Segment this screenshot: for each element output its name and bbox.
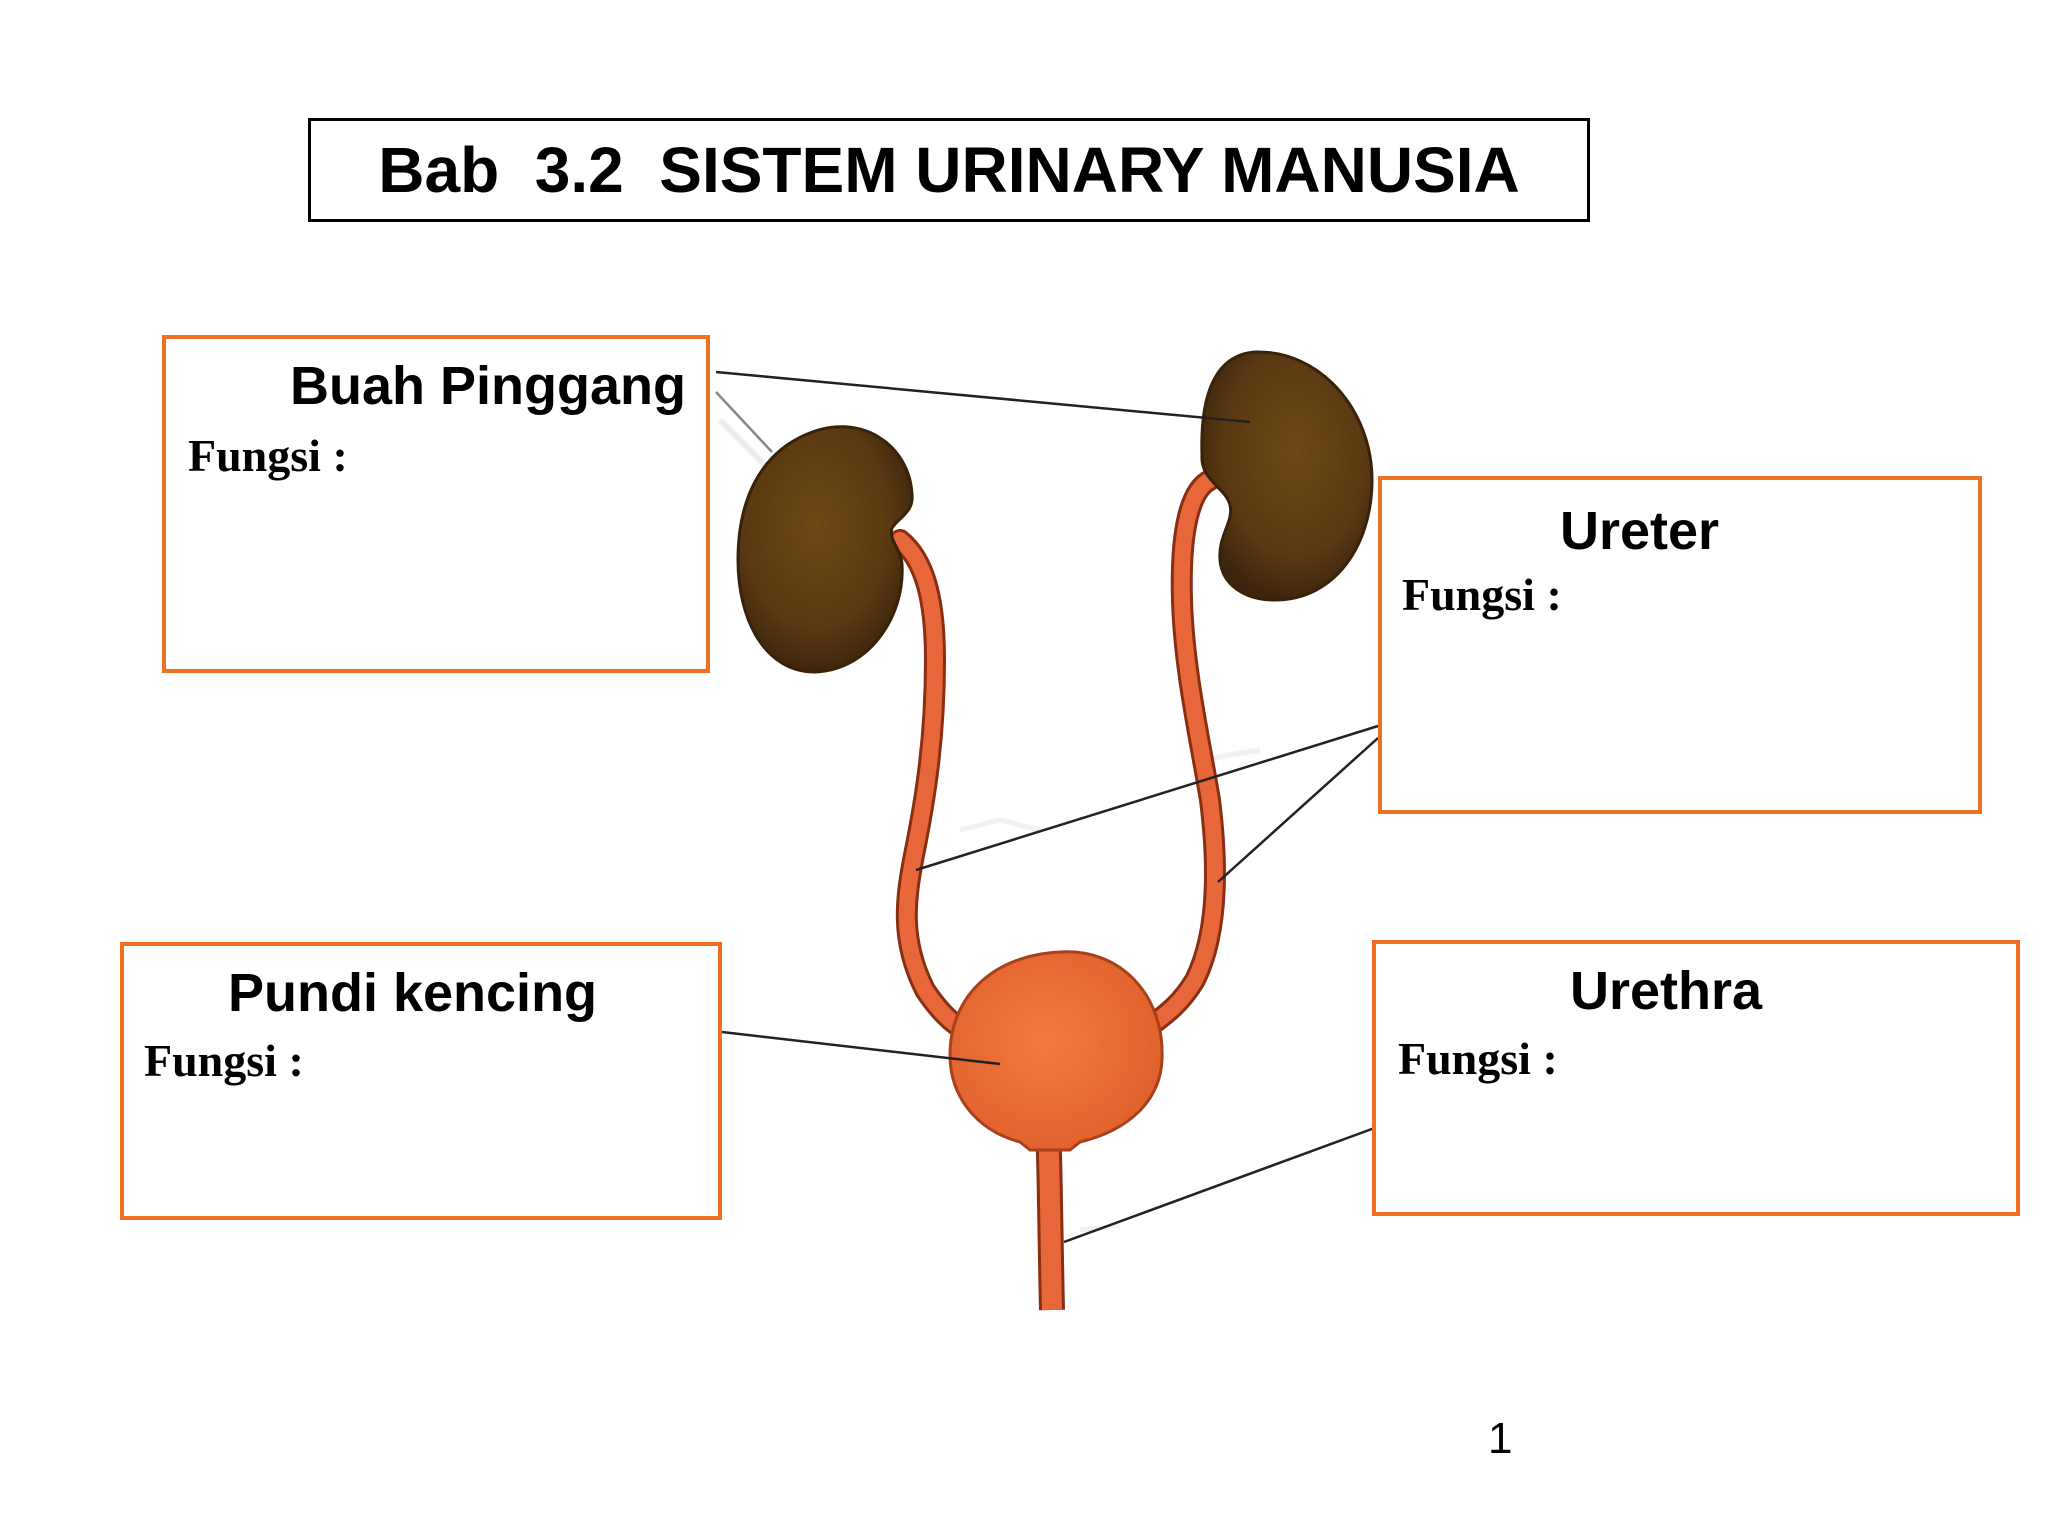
kidney-right xyxy=(1200,350,1374,602)
label-box-ureter: Ureter Fungsi : xyxy=(1378,476,1982,814)
leader-line-ureter-left xyxy=(915,724,1379,872)
leader-line-ureter-right xyxy=(1217,737,1379,883)
title-box: Bab 3.2 SISTEM URINARY MANUSIA xyxy=(308,118,1590,222)
label-box-urethra: Urethra Fungsi : xyxy=(1372,940,2020,1216)
ureter-left xyxy=(889,529,996,1051)
label-heading-ureter: Ureter xyxy=(1560,501,1720,561)
urethra xyxy=(1035,1124,1065,1311)
bladder xyxy=(948,950,1164,1152)
leader-line-pundi-kencing xyxy=(721,1030,1001,1066)
page-number: 1 xyxy=(1488,1414,1513,1463)
label-fungsi-ureter: Fungsi : xyxy=(1402,569,1562,620)
leader-line-urethra xyxy=(1063,1124,1381,1244)
label-heading-pundi-kencing: Pundi kencing xyxy=(228,963,598,1023)
leader-line-buah-pinggang-right xyxy=(715,370,1251,424)
leader-line-buah-pinggang-left xyxy=(715,391,773,453)
page-title: Bab 3.2 SISTEM URINARY MANUSIA xyxy=(378,134,1520,206)
label-fungsi-buah-pinggang: Fungsi : xyxy=(188,430,348,481)
label-box-pundi-kencing: Pundi kencing Fungsi : xyxy=(120,942,722,1220)
label-fungsi-pundi-kencing: Fungsi : xyxy=(144,1035,304,1086)
kidney-left xyxy=(736,425,914,674)
label-heading-urethra: Urethra xyxy=(1570,961,1763,1021)
label-box-buah-pinggang: Buah Pinggang Fungsi : xyxy=(162,335,710,673)
label-heading-buah-pinggang: Buah Pinggang xyxy=(290,356,686,416)
label-fungsi-urethra: Fungsi : xyxy=(1398,1033,1558,1084)
leader-lines xyxy=(715,370,1381,1244)
ureter-right xyxy=(1134,469,1226,1041)
